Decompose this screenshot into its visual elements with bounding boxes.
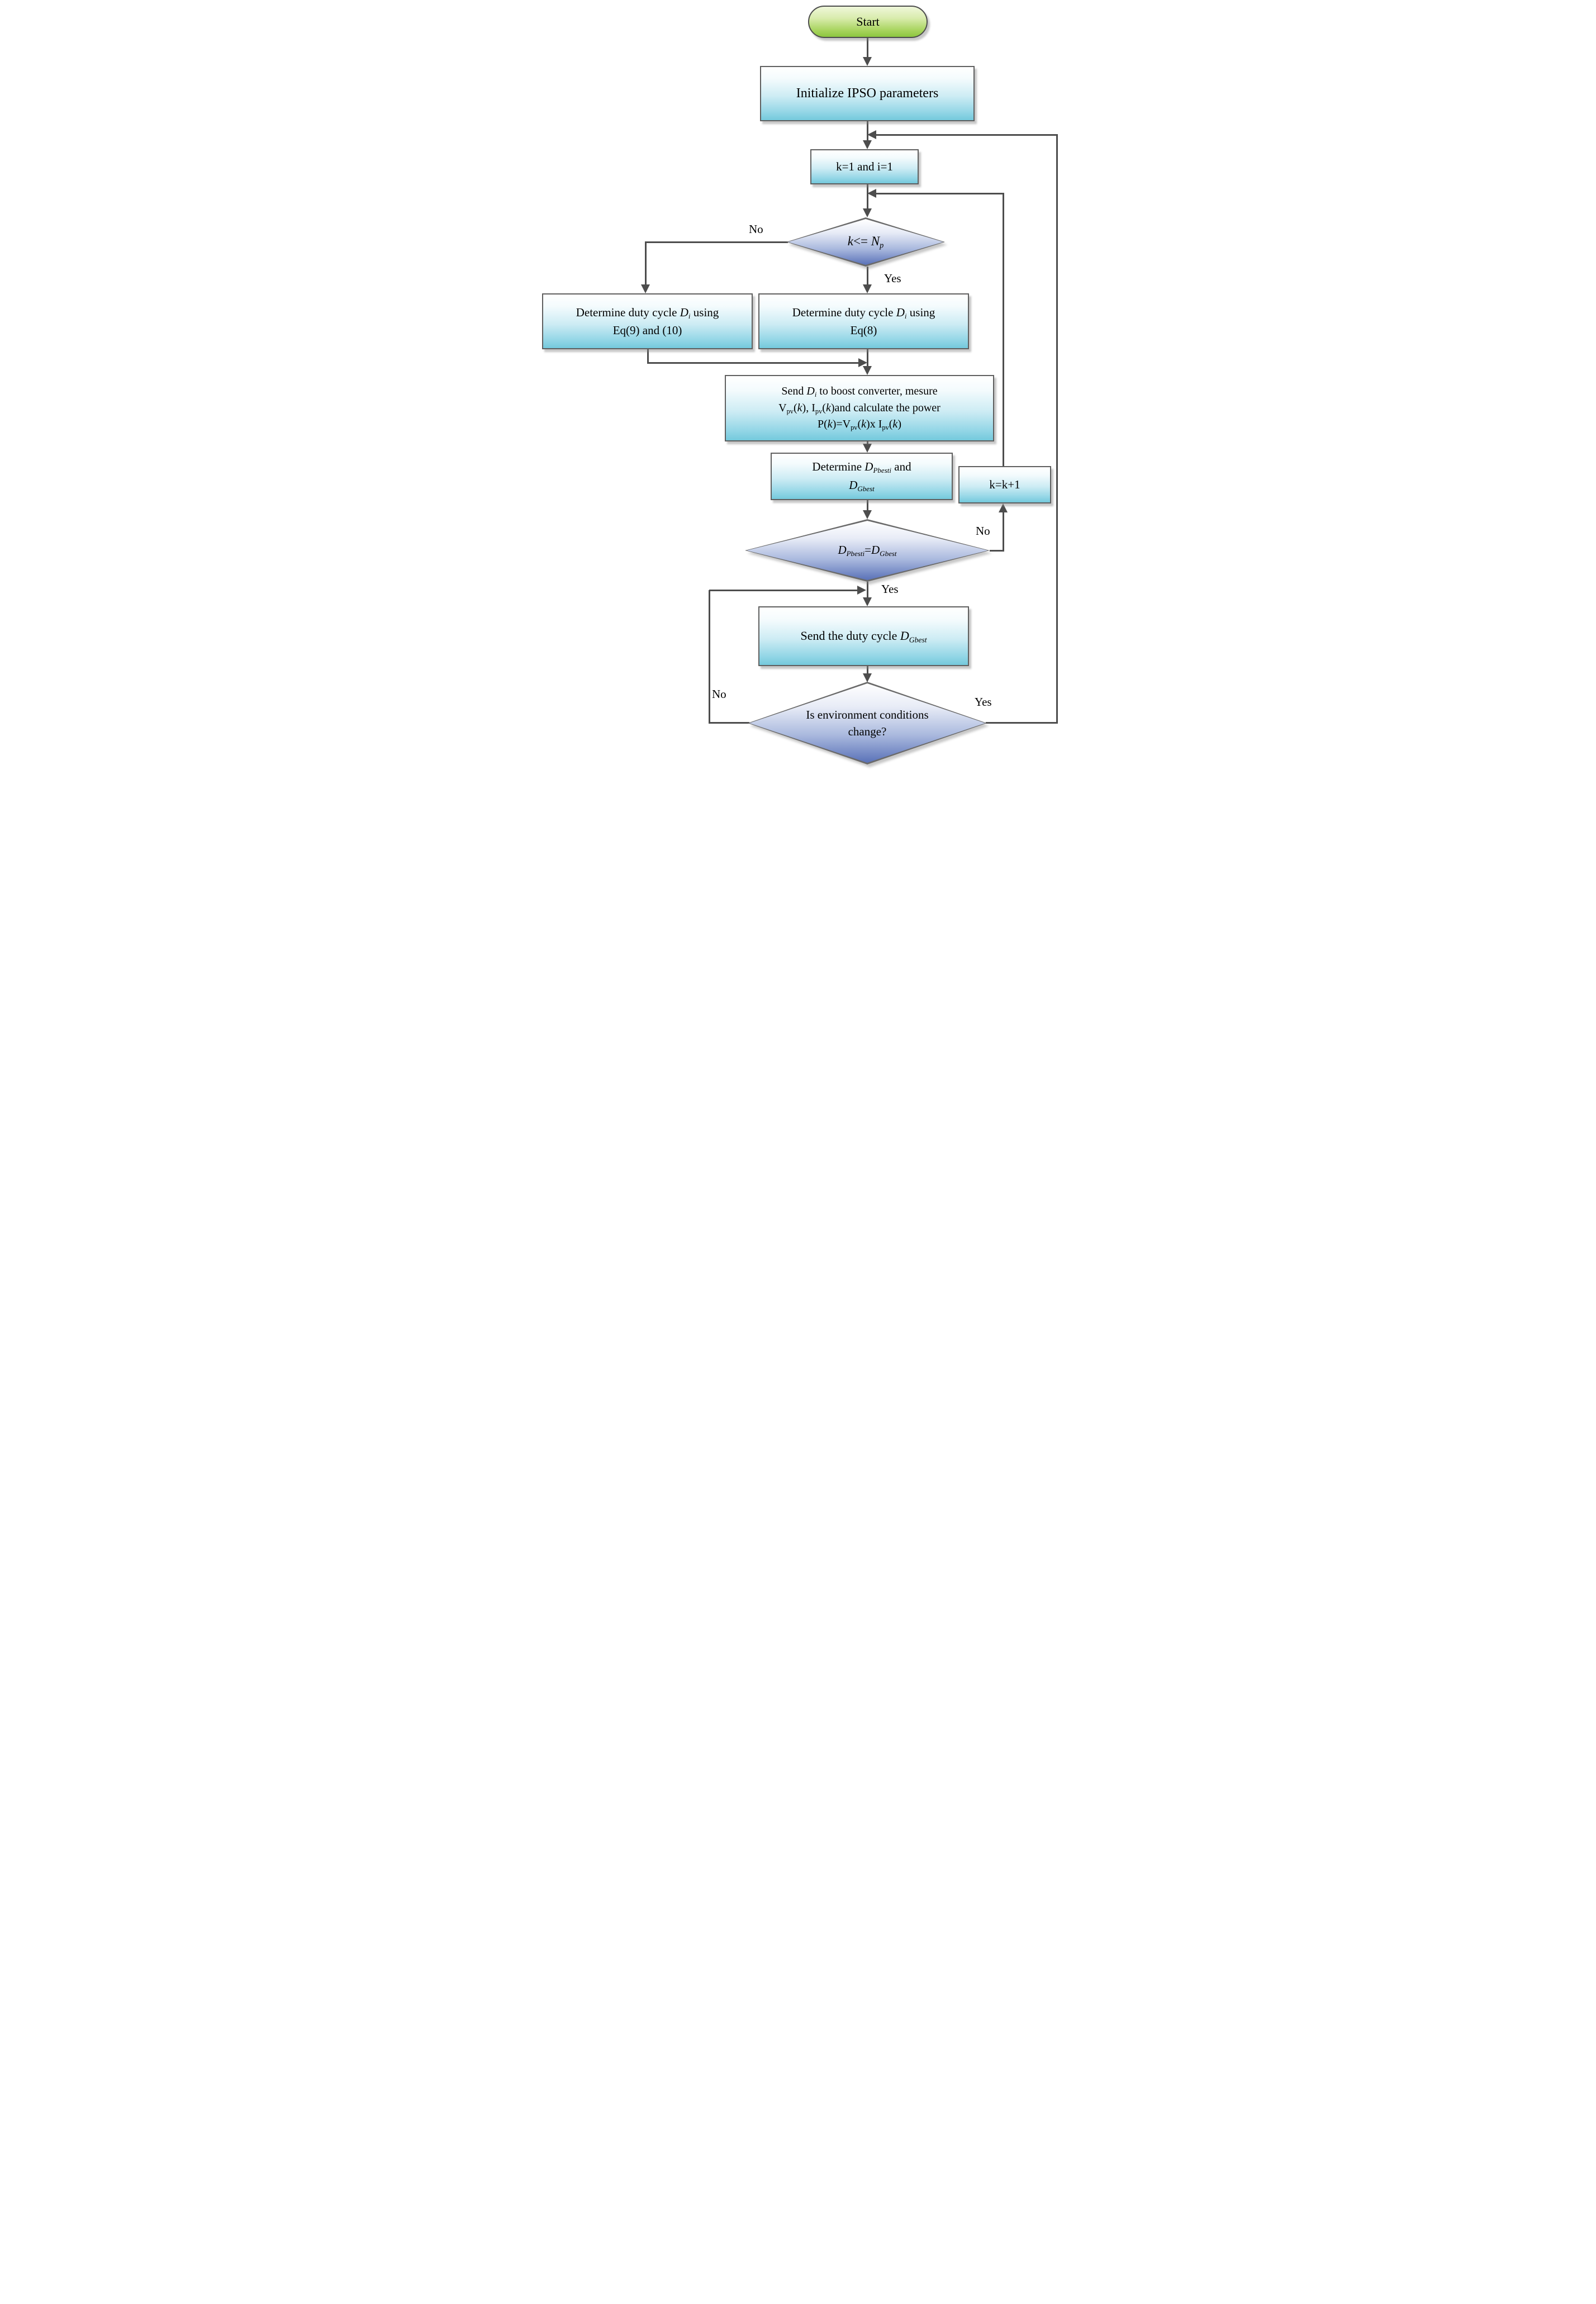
edge-d3-yes-horizontal: [986, 722, 1057, 724]
decision-dpbest-dgbest: DPbesti=DGbest: [745, 519, 990, 582]
edge-feedback-right-vertical: [1056, 134, 1058, 724]
decision-env-text: Is environment conditions change?: [806, 707, 929, 738]
edge-eq8-down: [867, 349, 868, 368]
edge-start-init: [867, 37, 868, 58]
box-send-di: Send Di to boost converter, mesure Vpv(k…: [725, 375, 994, 441]
edge-d1-no-horizontal: [645, 241, 788, 243]
arrowhead-into-eq910: [641, 284, 650, 293]
edge-d2-no-horizontal: [990, 550, 1004, 552]
edge-kk1-feedback-horizontal: [875, 193, 1003, 194]
edge-d1-no-vertical: [645, 241, 647, 286]
kk1-label: k=k+1: [989, 478, 1020, 492]
edge-d1-yes-vertical: [867, 267, 868, 286]
label-d1-yes: Yes: [884, 272, 901, 285]
edge-init-k1: [867, 121, 868, 141]
box-send-duty: Send the duty cycle DGbest: [758, 606, 969, 666]
k1i1-label: k=1 and i=1: [836, 160, 893, 174]
edge-eq910-horizontal: [647, 362, 859, 364]
box-kk1: k=k+1: [958, 466, 1051, 503]
label-d2-yes: Yes: [881, 582, 899, 596]
flowchart-canvas: Start Initialize IPSO parameters k=1 and…: [532, 0, 1064, 768]
edge-sendduty-d3: [867, 666, 868, 675]
decision-dpbest-text: DPbesti=DGbest: [838, 543, 897, 558]
init-box: Initialize IPSO parameters: [760, 66, 975, 121]
box-eq910: Determine duty cycle Di using Eq(9) and …: [542, 293, 753, 349]
arrowhead-into-d2: [863, 510, 872, 519]
edge-d3-no-horizontal-top: [709, 590, 859, 591]
edge-d3-no-horizontal-bottom: [709, 722, 749, 724]
arrowhead-into-k1: [863, 140, 872, 149]
edge-d3-no-vertical: [709, 590, 710, 724]
arrowhead-into-determine: [863, 444, 872, 453]
arrowhead-into-kk1: [999, 503, 1008, 512]
init-label: Initialize IPSO parameters: [796, 86, 939, 101]
edge-kk1-feedback-vertical: [1003, 193, 1004, 466]
label-d1-no: No: [749, 222, 763, 236]
decision-k-np-text: k<= Np: [847, 234, 884, 250]
arrowhead-merge-above-sendduty: [857, 586, 866, 595]
box-eq8: Determine duty cycle Di using Eq(8): [758, 293, 969, 349]
edge-feedback-top-horizontal: [875, 134, 1057, 136]
label-d3-yes: Yes: [975, 695, 992, 709]
arrowhead-into-d1: [863, 208, 872, 217]
arrowhead-merge-above-d1: [867, 189, 876, 198]
start-node: Start: [808, 6, 928, 38]
edge-determine-d2: [867, 500, 868, 512]
edge-d2-no-vertical: [1003, 511, 1004, 552]
k1i1-box: k=1 and i=1: [810, 149, 919, 184]
arrowhead-into-send: [863, 366, 872, 375]
arrowhead-into-sendduty: [863, 597, 872, 606]
box-determine-dbest: Determine DPbesti and DGbest: [771, 453, 953, 500]
label-d3-no: No: [712, 687, 726, 701]
arrowhead-merge-into-center: [858, 358, 867, 367]
arrowhead-into-d3: [863, 673, 872, 682]
edge-d2-yes-vertical: [867, 582, 868, 598]
arrowhead-into-eq8: [863, 284, 872, 293]
decision-k-np: k<= Np: [786, 217, 945, 267]
decision-env-change: Is environment conditions change?: [748, 682, 987, 764]
label-d2-no: No: [976, 524, 990, 538]
arrowhead-merge-above-k1: [867, 130, 876, 139]
arrowhead-into-init: [863, 57, 872, 66]
edge-eq910-down: [647, 349, 649, 364]
start-label: Start: [856, 14, 880, 28]
